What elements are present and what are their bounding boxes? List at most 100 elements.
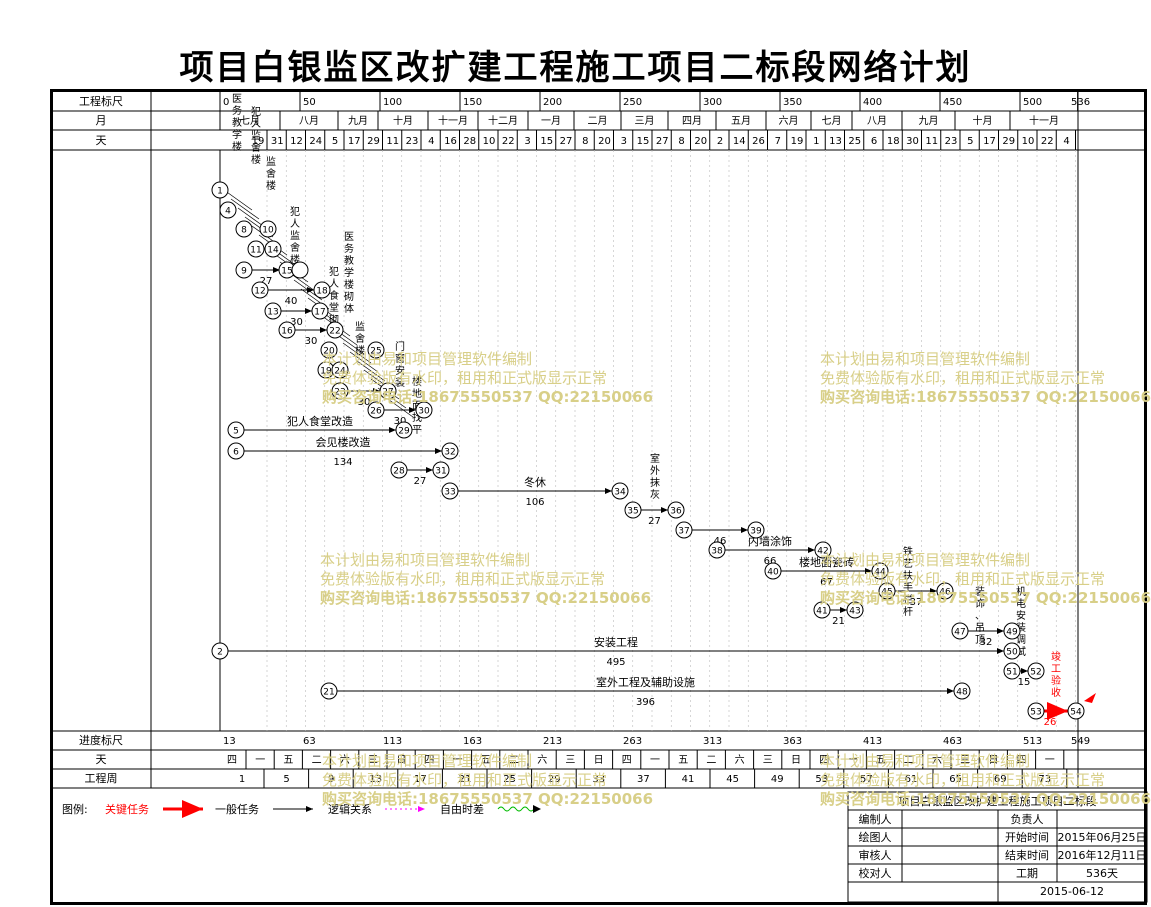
watermark: 本计划由易和项目管理软件编制免费体验版有水印，租用和正式版显示正常购买咨询电话:… [820, 752, 1151, 808]
network-node: 49 [1003, 622, 1021, 640]
node-number: 6 [233, 448, 239, 458]
row-label: 工程标尺 [79, 94, 123, 108]
task-label: 安装工程 [594, 635, 638, 649]
legend-label: 图例: [62, 802, 88, 816]
watermark: 本计划由易和项目管理软件编制免费体验版有水印，租用和正式版显示正常购买咨询电话:… [322, 350, 654, 406]
weekday-label: 三 [960, 755, 970, 766]
link-line [335, 333, 365, 355]
node-circle [1027, 662, 1045, 680]
scale-label: 400 [863, 97, 882, 108]
node-circle [764, 562, 782, 580]
day-label: 27 [560, 136, 573, 147]
node-number: 39 [750, 527, 762, 537]
day-label: 12 [290, 136, 303, 147]
node-circle [1027, 702, 1045, 720]
legend-float-label: 自由时差 [440, 802, 484, 816]
day-label: 28 [463, 136, 476, 147]
network-node: 40 [764, 562, 782, 580]
node-number: 54 [1070, 708, 1082, 718]
node-circle [432, 461, 450, 479]
node-number: 8 [241, 226, 247, 236]
node-number: 23 [334, 388, 345, 398]
day-label: 15 [637, 136, 650, 147]
month-label: 五月 [731, 115, 751, 127]
table-cell: 536天 [1086, 867, 1118, 880]
day-label: 30 [906, 136, 919, 147]
network-node: 34 [611, 482, 629, 500]
week-label: 73 [1038, 774, 1051, 785]
task-duration: 30 [290, 317, 303, 328]
day-label: 4 [1063, 136, 1069, 147]
node-circle [624, 501, 642, 519]
network-node: 13 [264, 302, 282, 320]
month-label: 十一月 [1029, 114, 1059, 127]
task-duration: 27 [260, 276, 273, 287]
row-label: 工程周 [85, 772, 118, 785]
day-label: 24 [309, 136, 322, 147]
table-cell: 审核人 [859, 848, 892, 862]
node-number: 51 [1006, 668, 1017, 678]
node-circle [211, 642, 229, 660]
month-label: 十月 [393, 114, 413, 127]
node-number: 48 [956, 688, 968, 698]
node-number: 5 [233, 427, 239, 437]
progress-label: 413 [863, 736, 882, 747]
node-circle [675, 521, 693, 539]
vertical-task-label: 犯人监舍楼 [251, 106, 261, 166]
network-node: 8 [235, 220, 253, 238]
weekday-label: 日 [594, 755, 604, 766]
day-label: 27 [656, 136, 669, 147]
network-node: 47 [951, 622, 969, 640]
week-label: 5 [283, 774, 289, 785]
week-label: 25 [503, 774, 516, 785]
weekday-label: 二 [706, 755, 716, 766]
weekday-label: 五 [876, 755, 886, 766]
node-circle [326, 321, 344, 339]
network-node: 30 [415, 401, 433, 419]
node-number: 34 [614, 488, 626, 498]
node-number: 4 [225, 207, 231, 217]
day-label: 19 [791, 136, 804, 147]
week-label: 37 [637, 774, 650, 785]
node-circle [936, 582, 954, 600]
link-line [223, 189, 253, 211]
month-label: 九月 [348, 115, 368, 127]
progress-label: 513 [1023, 736, 1042, 747]
node-number: 37 [678, 527, 689, 537]
network-node: 43 [846, 601, 864, 619]
network-node: 1 [211, 181, 229, 199]
critical-duration: 26 [1044, 717, 1057, 728]
link-line [342, 342, 372, 364]
day-label: 17 [983, 136, 996, 147]
scale-label: 250 [623, 97, 642, 108]
task-duration: 27 [648, 516, 661, 527]
progress-label: 213 [543, 736, 562, 747]
finish-flag [1084, 693, 1096, 703]
day-label: 22 [1041, 136, 1054, 147]
node-circle [311, 302, 329, 320]
network-node: 36 [667, 501, 685, 519]
weekday-label: 二 [312, 755, 322, 766]
day-label: 5 [967, 136, 973, 147]
weekday-label: 二 [904, 755, 914, 766]
scale-label: 350 [783, 97, 802, 108]
watermark: 本计划由易和项目管理软件编制免费体验版有水印，租用和正式版显示正常购买咨询电话:… [320, 551, 652, 607]
node-number: 14 [267, 246, 279, 256]
weekday-label: 六 [932, 754, 942, 766]
progress-label: 313 [703, 736, 722, 747]
day-label: 2 [717, 136, 723, 147]
legend: 图例:关键任务一般任务逻辑关系自由时差 [62, 800, 541, 818]
node-number: 18 [316, 287, 328, 297]
node-circle [871, 562, 889, 580]
node-circle [331, 382, 349, 400]
weekday-label: 四 [1017, 755, 1027, 766]
scale-label: 50 [303, 97, 316, 108]
network-node: 38 [708, 541, 726, 559]
vertical-task-label: 装饰、吊顶 [975, 585, 985, 646]
node-number: 22 [329, 327, 340, 337]
network-node: 42 [814, 541, 832, 559]
progress-label: 163 [463, 736, 482, 747]
month-label: 十一月 [438, 114, 468, 127]
